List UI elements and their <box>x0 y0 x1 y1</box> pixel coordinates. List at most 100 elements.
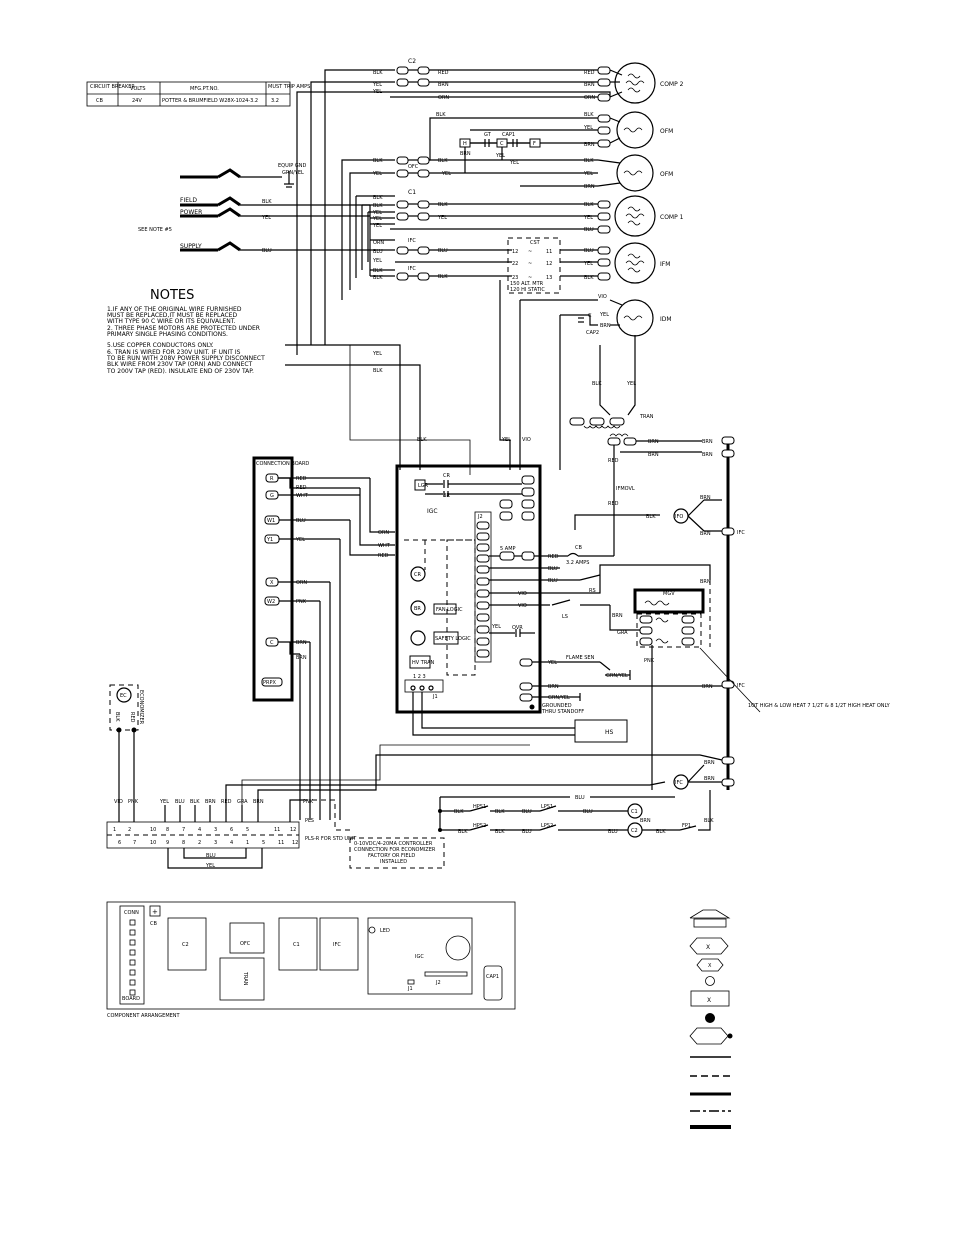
strip-pin: 10 <box>150 840 156 846</box>
arr-ifc: IFC <box>333 942 341 948</box>
wire-orn: ORN <box>296 580 307 586</box>
note-line: BLK WIRE FROM 230V TAP (ORN) AND CONNECT <box>107 361 253 368</box>
wire-brn: BRN <box>548 684 559 690</box>
hs-label: HS <box>605 729 614 736</box>
wire-blk: BLK <box>454 809 464 815</box>
wire-grnyel-gnd: GRN/YEL <box>282 170 304 176</box>
svg-text:~: ~ <box>528 275 532 281</box>
strip-wire-label: VIO <box>114 799 123 805</box>
legend-hex-dot <box>689 1027 729 1045</box>
svg-text:11: 11 <box>546 249 552 255</box>
wire-yel: YEL <box>491 624 501 630</box>
strip-pin: 3 <box>214 827 217 833</box>
wire-red: RED <box>608 501 619 507</box>
legend-terminal-block <box>689 909 731 919</box>
wire-blu: BLU <box>438 248 448 254</box>
wire-brn: BRN <box>704 760 715 766</box>
wire-brn: BRN <box>704 776 715 782</box>
wire-yel: YEL <box>437 215 447 221</box>
ofm-label: OFM <box>660 128 673 135</box>
wire-yel: YEL <box>583 171 593 177</box>
wire-brn: BRN <box>640 818 651 824</box>
wire-blk: BLK <box>438 202 448 208</box>
wire-brn: BRN <box>648 452 659 458</box>
arr-c1: C1 <box>293 942 300 948</box>
svg-text:G: G <box>270 493 274 499</box>
cr-coil: CR <box>414 572 421 578</box>
five-amp-label: 5 AMP <box>500 546 516 552</box>
svg-text:IFC: IFC <box>675 780 683 786</box>
wire-yel: YEL <box>583 261 593 267</box>
arr-c2: C2 <box>182 942 189 948</box>
strip-wire-label: BRN <box>205 799 216 805</box>
ofc-label: OFC <box>408 164 419 170</box>
svg-text:X: X <box>707 997 711 1004</box>
wire-yel: YEL <box>599 312 609 318</box>
ifm-motor <box>614 242 656 284</box>
wire-blk: BLK <box>373 368 383 374</box>
legend-x-box <box>690 990 730 1007</box>
pressure-switches: IFC BRN BRN BLU BLK BLK HPS1 HPS2 BLK BL… <box>225 744 723 838</box>
svg-text:C: C <box>270 640 274 646</box>
comp2-label: COMP 2 <box>660 81 684 88</box>
strip-pin: 11 <box>278 840 284 846</box>
svg-text:W2: W2 <box>267 599 275 605</box>
fan-logic-label: FAN LOGIC <box>436 607 463 613</box>
idm-label: IDM <box>660 316 672 323</box>
strip-pin: 2 <box>128 827 131 833</box>
comp1-motor <box>614 195 656 237</box>
conn-board-bottom: PRPX <box>263 680 277 686</box>
wire-blk: BLK <box>495 829 505 835</box>
note-line: TO BE RUN WITH 208V POWER SUPPLY DISCONN… <box>106 355 265 362</box>
cap1-label: CAP1 <box>502 132 515 138</box>
wire-yel: YEL <box>372 82 382 88</box>
wire-red: RED <box>438 70 449 76</box>
component-arrangement: COMPONENT ARRANGEMENT CONN BOARD + CB C2… <box>106 901 516 1019</box>
strip-wire-label: BLU <box>175 799 185 805</box>
wire-blk: BLK <box>656 829 666 835</box>
lps1-label: LPS1 <box>541 804 553 810</box>
svg-text:F: F <box>533 141 536 147</box>
legend: X X X <box>689 909 733 1129</box>
note-line: TO 200V TAP (RED). INSULATE END OF 230V … <box>106 368 254 375</box>
arrangement-caption: COMPONENT ARRANGEMENT <box>107 1013 181 1019</box>
wire-blk: BLK <box>584 112 594 118</box>
ifmovl-label: IFMOVL <box>616 486 635 492</box>
wire-wht: WHT <box>296 493 309 499</box>
wire-blu: BLU <box>575 795 585 801</box>
plug-strip: VIO PNK YEL BLU BLK BRN RED GRA BRN PNK … <box>106 799 445 869</box>
ofm-motor-2 <box>616 154 654 192</box>
note-line: WITH TYPE 90 C WIRE OR ITS EQUIVALENT. <box>107 318 236 325</box>
wire-wht: WHT <box>378 543 391 549</box>
safety-logic-label: SAFETY LOGIC <box>435 636 471 642</box>
wire-orn: ORN <box>378 530 389 536</box>
wire-blk: BLK <box>438 274 448 280</box>
wire-blk: BLK <box>584 158 594 164</box>
table-header-mfg: MFG.PT.NO. <box>190 86 219 92</box>
field-label: FIELD <box>180 197 197 204</box>
arr-board: BOARD <box>122 996 140 1002</box>
table-cell-cb: CB <box>96 98 103 104</box>
wire-orn: ORN <box>584 95 595 101</box>
ifc-bus-label: IFC <box>737 530 745 536</box>
svg-text:13: 13 <box>546 275 552 281</box>
flame-sen-label: FLAME SEN <box>566 655 595 661</box>
wire-blk: BLK <box>584 275 594 281</box>
controller-note: INSTALLED <box>380 859 407 865</box>
strip-pin: 10 <box>150 827 156 833</box>
svg-text:R: R <box>270 476 274 482</box>
wire-blu-supply: BLU <box>262 248 272 254</box>
j2-label: J2 <box>477 514 483 520</box>
standoff-label: THRU STANDOFF <box>541 709 584 715</box>
ifc-relay: IFO BRN BRN BLK <box>574 495 722 537</box>
strip-wire-label: PNK <box>303 799 314 805</box>
wire-yel: YEL <box>372 351 382 357</box>
arr-ofc: OFC <box>240 941 251 947</box>
wire-brn: BRN <box>584 82 595 88</box>
ofm-label-2: OFM <box>660 171 673 178</box>
field-supply: GRN/YEL EQUIP GND FIELD BLK POWER YEL SE… <box>138 163 370 254</box>
conn-board-title: CONNECTION BOARD <box>256 461 309 467</box>
cst-note-2: 120 HI STATIC <box>510 287 545 293</box>
wire-blu: BLU <box>584 227 594 233</box>
wire-blk: BLK <box>458 829 468 835</box>
